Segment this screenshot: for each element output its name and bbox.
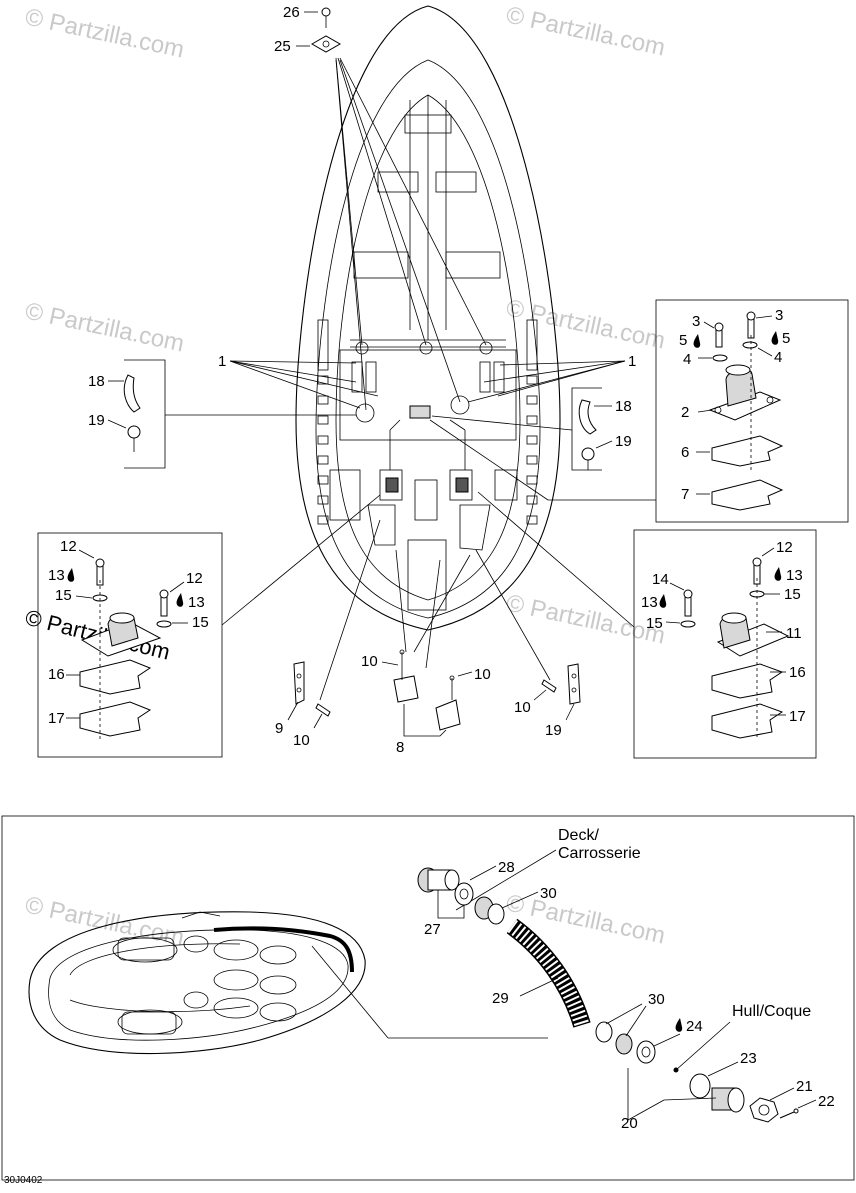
callout-9: 9	[275, 720, 283, 737]
callout-13: 13	[48, 567, 65, 584]
part-30-clamp-lower: 30	[595, 991, 665, 1055]
callout-14: 14	[652, 571, 669, 588]
callout-11: 11	[786, 625, 802, 642]
callout-16: 16	[789, 664, 806, 681]
watermark: © Partzilla.com	[23, 297, 187, 357]
callout-13: 13	[641, 594, 658, 611]
callout-30: 30	[648, 991, 665, 1008]
vent-hose-panel: Deck/ Carrosserie 27 28 30	[1, 815, 855, 1181]
callout-15: 15	[784, 586, 801, 603]
callout-23: 23	[740, 1050, 757, 1067]
callout-27: 27	[424, 921, 441, 938]
callout-17: 17	[48, 710, 65, 727]
leaders-25	[335, 57, 487, 411]
part-20-fitting: 20	[621, 1068, 745, 1132]
callout-2: 2	[681, 404, 689, 421]
callout-12: 12	[776, 539, 793, 556]
detail-box-mount-rear-right: 12 13 15 14 13 15 11 16 17	[477, 491, 817, 759]
part-25-clip-nut: 25	[274, 35, 342, 55]
callout-7: 7	[681, 486, 689, 503]
callout-5: 5	[782, 330, 790, 347]
callout-28: 28	[498, 859, 515, 876]
callout-1: 1	[218, 353, 226, 370]
callout-19: 19	[88, 412, 105, 429]
part-30-clamp-upper: 30	[474, 885, 557, 925]
callout-6: 6	[681, 444, 689, 461]
detail-box-mount-front: 3 3 5 5 4 4 2 6 7	[429, 299, 849, 523]
brackets-bottom: 9 10 10 10 8 19 10	[275, 519, 581, 756]
callout-13: 13	[188, 594, 205, 611]
callout-13: 13	[786, 567, 803, 584]
callout-19: 19	[615, 433, 632, 450]
callout-15: 15	[55, 587, 72, 604]
callout-26: 26	[283, 4, 300, 21]
part-28-washer: 28	[454, 859, 515, 906]
callout-10: 10	[361, 653, 378, 670]
callout-5: 5	[679, 332, 687, 349]
callout-25: 25	[274, 38, 291, 55]
callout-18: 18	[615, 398, 632, 415]
watermark: © Partzilla.com	[23, 891, 187, 951]
part-26-screw: 26	[283, 4, 331, 28]
callout-12: 12	[186, 570, 203, 587]
callout-4: 4	[774, 349, 782, 366]
watermark: © Partzilla.com	[23, 3, 187, 63]
term-deck: Deck/	[558, 827, 599, 844]
callout-group-1-right: 1	[467, 353, 636, 403]
callout-20: 20	[621, 1115, 638, 1132]
part-24-sealant: 24	[636, 1018, 703, 1064]
callout-group-1-left: 1	[218, 353, 379, 409]
callout-18: 18	[88, 373, 105, 390]
callout-12: 12	[60, 538, 77, 555]
term-deck-fr: Carrosserie	[558, 845, 641, 862]
callout-1: 1	[628, 353, 636, 370]
part-23-gasket: 23	[689, 1050, 757, 1099]
callout-22: 22	[818, 1093, 835, 1110]
watermarks: © Partzilla.com © Partzilla.com © Partzi…	[23, 1, 668, 951]
detail-box-18-19-left: 18 19	[88, 359, 356, 469]
callout-24: 24	[686, 1018, 703, 1035]
callout-15: 15	[646, 615, 663, 632]
detail-box-18-19-right: 18 19	[431, 387, 632, 471]
callout-16: 16	[48, 666, 65, 683]
detail-box-mount-rear-left: 12 13 15 12 13 15 16 17	[37, 494, 381, 758]
watercraft-perspective	[28, 911, 548, 1055]
callout-19: 19	[545, 722, 562, 739]
part-27-fitting: 27	[417, 867, 465, 938]
part-21-nut: 21	[749, 1078, 813, 1123]
callout-30: 30	[540, 885, 557, 902]
callout-17: 17	[789, 708, 806, 725]
callout-4: 4	[683, 351, 691, 368]
drawing-reference: 30J0402	[4, 1175, 43, 1186]
callout-21: 21	[796, 1078, 813, 1095]
term-hull: Hull/Coque	[732, 1003, 811, 1020]
side-rail-slots-left	[317, 375, 329, 525]
callout-10: 10	[474, 666, 491, 683]
part-29-hose: 29	[492, 918, 591, 1028]
callout-8: 8	[396, 739, 404, 756]
watermark: © Partzilla.com	[504, 294, 668, 354]
callout-29: 29	[492, 990, 509, 1007]
watermark: © Partzilla.com	[504, 1, 668, 61]
callout-10: 10	[514, 699, 531, 716]
callout-15: 15	[192, 614, 209, 631]
side-rail-slots-right	[526, 375, 538, 525]
callout-3: 3	[775, 307, 783, 324]
callout-10: 10	[293, 732, 310, 749]
part-22-screw: 22	[779, 1093, 835, 1119]
callout-3: 3	[692, 313, 700, 330]
